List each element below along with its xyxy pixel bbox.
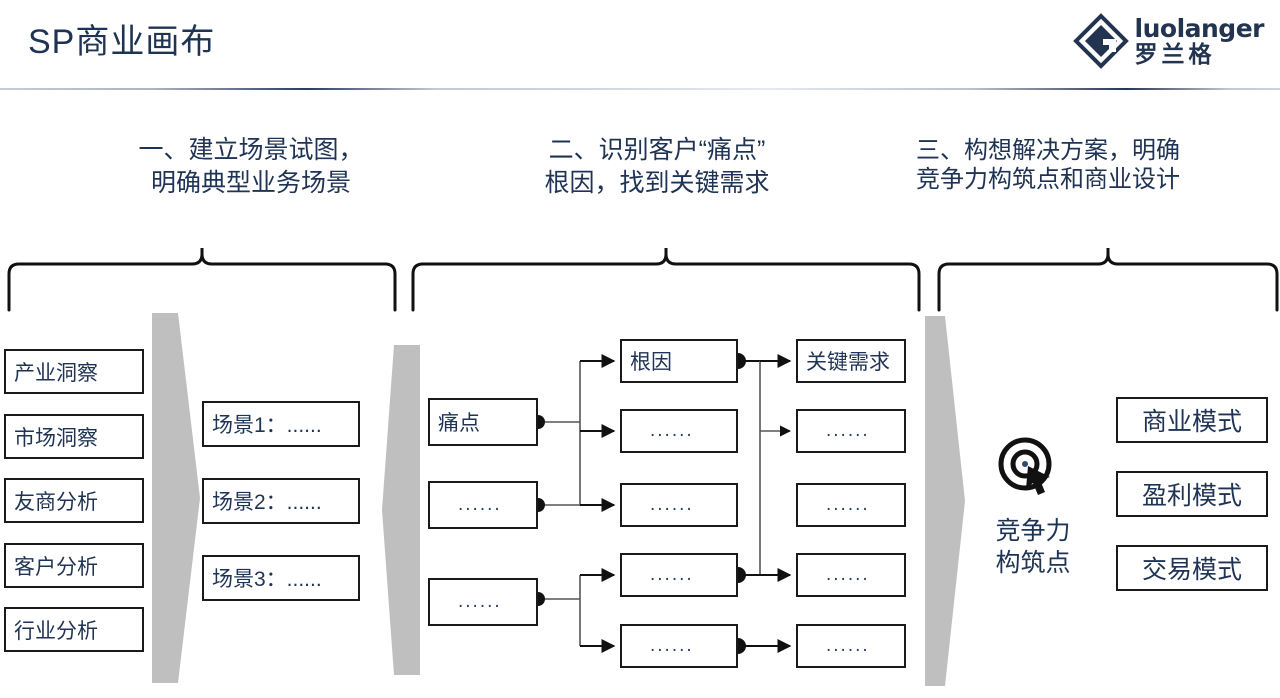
insight-box[interactable]: 产业洞察 <box>4 349 144 394</box>
section-heading-scenario: 一、建立场景试图， 明确典型业务场景 <box>138 136 364 197</box>
insight-box[interactable]: 客户分析 <box>4 543 144 588</box>
keyrequirement-box[interactable]: ...... <box>796 624 906 668</box>
diamond-logo-icon <box>1072 13 1129 69</box>
header-divider <box>0 88 1280 90</box>
placeholder-dots: ...... <box>650 420 694 441</box>
brace-painpoint <box>410 246 922 312</box>
placeholder-dots: ...... <box>458 494 502 515</box>
rootcause-box[interactable]: ...... <box>620 483 738 527</box>
placeholder-dots: ...... <box>826 564 870 585</box>
painpoint-box[interactable]: ...... <box>428 578 538 626</box>
placeholder-dots: ...... <box>826 635 870 656</box>
keyrequirement-box[interactable]: ...... <box>796 409 906 453</box>
insight-box[interactable]: 行业分析 <box>4 607 144 652</box>
chevron-divider-right-1 <box>152 313 200 683</box>
placeholder-dots: ...... <box>458 591 502 612</box>
scenario-box[interactable]: 场景2：...... <box>202 478 360 524</box>
logo-chinese-text: 罗兰格 <box>1134 41 1216 67</box>
section-heading-solution: 三、构想解决方案，明确 竞争力构筑点和商业设计 <box>916 137 1180 193</box>
target-cursor-icon <box>992 432 1064 504</box>
logo-wordmark: luolanger 罗兰格 <box>1134 14 1265 67</box>
keyrequirement-box[interactable]: ...... <box>796 553 906 597</box>
rootcause-box[interactable]: ...... <box>620 409 738 453</box>
keyrequirement-box[interactable]: 关键需求 <box>796 339 906 383</box>
painpoint-box[interactable]: ...... <box>428 481 538 529</box>
insight-box[interactable]: 市场洞察 <box>4 414 144 459</box>
placeholder-dots: ...... <box>826 420 870 441</box>
insight-box[interactable]: 友商分析 <box>4 478 144 523</box>
chevron-divider-right-3 <box>925 316 965 686</box>
brace-scenario <box>6 246 398 312</box>
placeholder-dots: ...... <box>650 494 694 515</box>
competitiveness-label: 竞争力 构筑点 <box>995 517 1071 577</box>
placeholder-dots: ...... <box>826 494 870 515</box>
page-title: SP商业画布 <box>28 23 216 61</box>
painpoint-box[interactable]: 痛点 <box>428 398 538 446</box>
placeholder-dots: ...... <box>650 564 694 585</box>
rootcause-box[interactable]: 根因 <box>620 339 738 383</box>
chevron-divider-left-2 <box>382 345 420 675</box>
section-heading-painpoint: 二、识别客户“痛点” 根因，找到关键需求 <box>544 136 770 197</box>
brand-logo: luolanger 罗兰格 <box>1072 12 1265 70</box>
logo-latin-text: luolanger <box>1134 14 1265 43</box>
scenario-box[interactable]: 场景3：...... <box>202 555 360 601</box>
model-box[interactable]: 盈利模式 <box>1116 471 1268 517</box>
keyrequirement-box[interactable]: ...... <box>796 483 906 527</box>
rootcause-box[interactable]: ...... <box>620 624 738 668</box>
brace-solution <box>936 246 1280 312</box>
placeholder-dots: ...... <box>650 635 694 656</box>
model-box[interactable]: 商业模式 <box>1116 397 1268 443</box>
rootcause-box[interactable]: ...... <box>620 553 738 597</box>
model-box[interactable]: 交易模式 <box>1116 545 1268 591</box>
scenario-box[interactable]: 场景1：...... <box>202 401 360 447</box>
